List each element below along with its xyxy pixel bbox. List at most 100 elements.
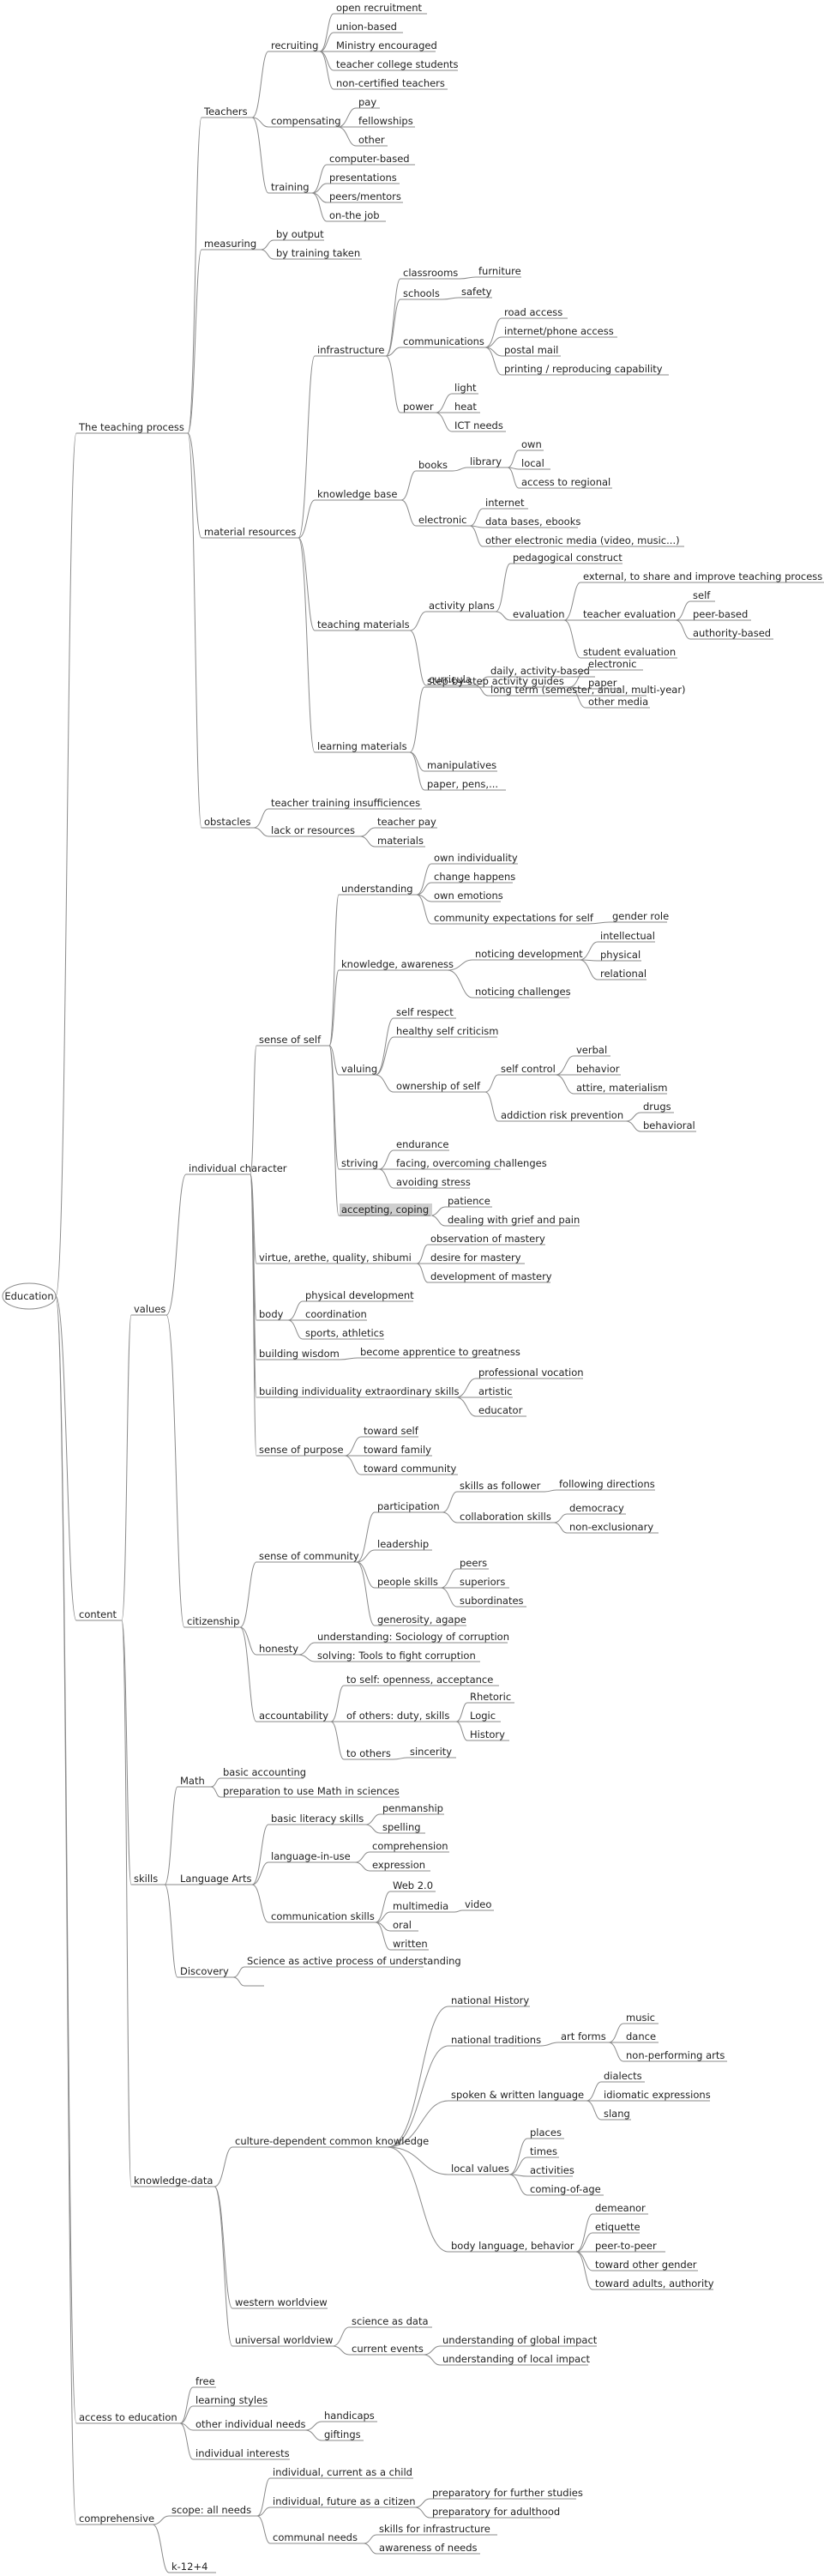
leaf-node[interactable]: slang xyxy=(601,2108,631,2121)
leaf-node[interactable]: external, to share and improve teaching … xyxy=(580,570,824,583)
leaf-node[interactable]: verbal xyxy=(574,1044,610,1057)
leaf-node[interactable]: toward family xyxy=(361,1444,432,1457)
branch-node[interactable]: honesty xyxy=(256,1643,298,1656)
branch-node[interactable]: communal needs xyxy=(270,2531,364,2544)
branch-node[interactable]: books xyxy=(416,459,453,472)
branch-node[interactable]: Language Arts xyxy=(177,1873,252,1885)
leaf-node[interactable]: facing, overcoming challenges xyxy=(394,1157,547,1170)
leaf-node[interactable]: Science as active process of understandi… xyxy=(244,1955,461,1968)
leaf-node[interactable]: toward adults, authority xyxy=(592,2277,714,2290)
branch-node[interactable]: evaluation xyxy=(510,608,565,621)
leaf-node[interactable]: basic accounting xyxy=(220,1766,306,1779)
leaf-node[interactable]: activities xyxy=(527,2164,574,2177)
branch-node[interactable]: learning materials xyxy=(315,740,410,753)
leaf-node[interactable]: data bases, ebooks xyxy=(483,516,580,528)
branch-node[interactable]: access to education xyxy=(76,2411,180,2424)
leaf-node[interactable]: intellectual xyxy=(598,930,655,943)
leaf-node[interactable]: non-exclusionary xyxy=(567,1521,659,1534)
branch-node[interactable]: lack or resources xyxy=(268,824,360,837)
branch-node[interactable]: compensating xyxy=(268,115,341,128)
branch-node[interactable]: skills as follower xyxy=(457,1480,544,1493)
leaf-node[interactable]: free xyxy=(193,2375,216,2388)
leaf-node[interactable]: preparation to use Math in sciences xyxy=(220,1785,400,1798)
leaf-node[interactable]: Logic xyxy=(467,1710,501,1722)
leaf-node[interactable]: noticing challenges xyxy=(472,986,571,998)
leaf-node[interactable]: manipulatives xyxy=(424,759,497,772)
branch-node[interactable]: valuing xyxy=(339,1063,377,1076)
branch-node[interactable]: The teaching process xyxy=(76,421,188,434)
leaf-node[interactable]: understanding of local impact xyxy=(440,2353,591,2366)
branch-node[interactable]: infrastructure xyxy=(315,344,386,357)
branch-node[interactable]: national traditions xyxy=(448,2034,541,2047)
branch-node[interactable]: knowledge-data xyxy=(131,2175,214,2187)
branch-node[interactable]: step-by-step activity guides xyxy=(424,675,569,688)
branch-node[interactable]: sense of community xyxy=(256,1550,359,1563)
leaf-node[interactable]: etiquette xyxy=(592,2221,641,2234)
leaf-node[interactable]: subordinates xyxy=(457,1595,526,1608)
leaf-node[interactable]: change happens xyxy=(431,871,515,884)
leaf-node[interactable]: giftings xyxy=(322,2428,364,2441)
leaf-node[interactable]: science as data xyxy=(349,2315,432,2328)
branch-node[interactable]: knowledge base xyxy=(315,488,401,501)
leaf-node[interactable]: teacher pay xyxy=(375,816,437,829)
leaf-node[interactable]: open recruitment xyxy=(334,2,427,15)
leaf-node[interactable]: access to regional xyxy=(519,476,612,489)
leaf-node[interactable]: authority-based xyxy=(690,627,773,640)
leaf-node[interactable]: self xyxy=(690,589,715,602)
leaf-node[interactable]: demeanor xyxy=(592,2202,648,2215)
branch-node[interactable]: other individual needs xyxy=(193,2418,306,2431)
leaf-node[interactable]: toward other gender xyxy=(592,2259,698,2271)
branch-node[interactable]: virtue, arethe, quality, shibumi xyxy=(256,1252,417,1264)
leaf-node[interactable]: generosity, agape xyxy=(375,1614,466,1626)
leaf-node[interactable]: become apprentice to greatness xyxy=(358,1346,520,1359)
branch-node[interactable]: individual character xyxy=(186,1162,287,1175)
leaf-node[interactable]: toward community xyxy=(361,1463,458,1475)
branch-node[interactable]: material resources xyxy=(201,526,298,539)
leaf-node[interactable]: development of mastery xyxy=(428,1270,552,1283)
leaf-node[interactable]: teacher training insufficiences xyxy=(268,797,422,810)
leaf-node[interactable]: Rhetoric xyxy=(467,1691,514,1704)
branch-node[interactable]: library xyxy=(467,455,508,468)
leaf-node[interactable]: fellowships xyxy=(356,115,415,128)
leaf-node[interactable]: to self: openness, acceptance xyxy=(344,1674,499,1686)
branch-node[interactable]: basic literacy skills xyxy=(268,1813,365,1825)
leaf-node[interactable]: individual interests xyxy=(193,2447,290,2460)
leaf-node[interactable]: Ministry encouraged xyxy=(334,39,437,52)
leaf-node[interactable]: own individuality xyxy=(431,852,518,865)
leaf-node[interactable]: road access xyxy=(502,306,568,319)
leaf-node[interactable]: other media xyxy=(586,696,650,709)
leaf-node[interactable]: attire, materialism xyxy=(574,1082,668,1095)
leaf-node[interactable]: daily, activity-based xyxy=(488,665,595,678)
leaf-node[interactable]: heat xyxy=(452,401,480,413)
branch-node[interactable]: people skills xyxy=(375,1576,441,1589)
branch-node[interactable]: power xyxy=(400,401,436,413)
leaf-node[interactable]: peer-to-peer xyxy=(592,2240,665,2253)
branch-node[interactable]: noticing development xyxy=(472,948,583,961)
leaf-node[interactable]: coordination xyxy=(303,1308,367,1321)
leaf-node[interactable]: pay xyxy=(356,96,380,109)
leaf-node[interactable]: drugs xyxy=(641,1101,674,1113)
leaf-node[interactable]: relational xyxy=(598,968,647,980)
leaf-node[interactable]: behavior xyxy=(574,1063,621,1076)
branch-node[interactable]: universal worldview xyxy=(232,2334,333,2347)
leaf-node[interactable]: paper xyxy=(586,677,619,690)
leaf-node[interactable]: professional vocation xyxy=(476,1366,584,1379)
leaf-node[interactable]: written xyxy=(390,1938,429,1951)
leaf-node[interactable]: individual, current as a child xyxy=(270,2466,413,2479)
branch-node[interactable]: values xyxy=(131,1303,166,1316)
branch-node[interactable]: art forms xyxy=(558,2030,609,2043)
leaf-node[interactable]: understanding of global impact xyxy=(440,2334,598,2347)
leaf-node[interactable]: other xyxy=(356,134,388,147)
leaf-node[interactable]: dialects xyxy=(601,2070,645,2083)
branch-node[interactable]: of others: duty, skills xyxy=(344,1710,456,1722)
branch-node[interactable]: sense of self xyxy=(256,1034,329,1047)
leaf-node[interactable]: own xyxy=(519,438,544,451)
leaf-node[interactable]: skills for infrastructure xyxy=(376,2523,497,2536)
branch-node[interactable]: culture-dependent common knowledge xyxy=(232,2135,429,2148)
leaf-node[interactable]: own emotions xyxy=(431,890,503,902)
branch-node[interactable]: multimedia xyxy=(390,1900,454,1913)
leaf-node[interactable]: sports, athletics xyxy=(303,1327,384,1340)
leaf-node[interactable]: western worldview xyxy=(232,2296,328,2309)
branch-node[interactable]: Teachers xyxy=(201,106,252,118)
leaf-node[interactable]: spelling xyxy=(380,1821,425,1834)
